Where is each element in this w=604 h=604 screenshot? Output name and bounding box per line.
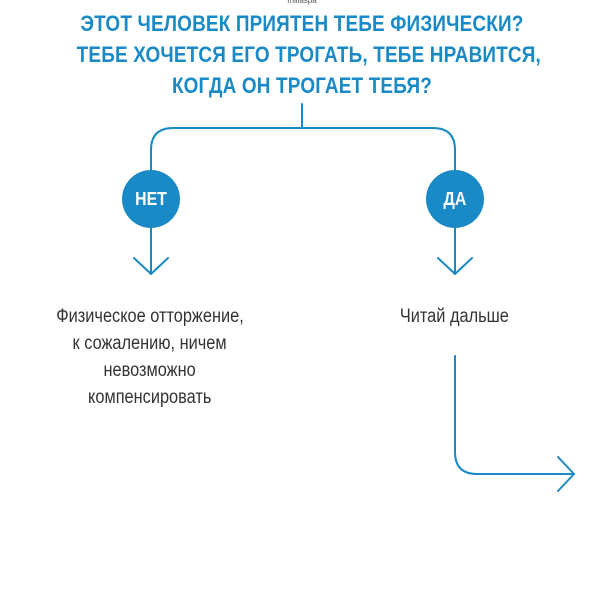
no-arrow-head: [133, 257, 169, 275]
yes-outcome-text: Читай дальше: [370, 303, 538, 330]
branch-bar: [150, 127, 456, 171]
continue-arrow-line: [454, 355, 575, 475]
no-outcome-line-2: к сожалению, ничем: [72, 333, 228, 354]
no-node-label: НЕТ: [135, 188, 167, 209]
yes-arrow-head: [437, 257, 473, 275]
continue-arrow-head: [557, 456, 575, 492]
question-line-2: ТЕБЕ ХОЧЕТСЯ ЕГО ТРОГАТЬ, ТЕБЕ НРАВИТСЯ,: [76, 42, 541, 67]
watermark: miliaspa: [287, 0, 317, 5]
yes-node: ДА: [426, 170, 484, 228]
no-outcome-text: Физическое отторжение, к сожалению, ниче…: [22, 303, 278, 411]
yes-outcome-line-1: Читай дальше: [399, 306, 509, 327]
question-heading: ЭТОТ ЧЕЛОВЕК ПРИЯТЕН ТЕБЕ ФИЗИЧЕСКИ? ТЕБ…: [76, 8, 541, 101]
no-outcome-line-4: компенсировать: [88, 387, 212, 408]
no-outcome-line-3: невозможно: [103, 360, 197, 381]
question-line-1: ЭТОТ ЧЕЛОВЕК ПРИЯТЕН ТЕБЕ ФИЗИЧЕСКИ?: [80, 11, 524, 36]
yes-node-label: ДА: [443, 188, 467, 209]
question-line-3: КОГДА ОН ТРОГАЕТ ТЕБЯ?: [171, 73, 433, 98]
no-outcome-line-1: Физическое отторжение,: [56, 306, 244, 327]
no-node: НЕТ: [122, 170, 180, 228]
